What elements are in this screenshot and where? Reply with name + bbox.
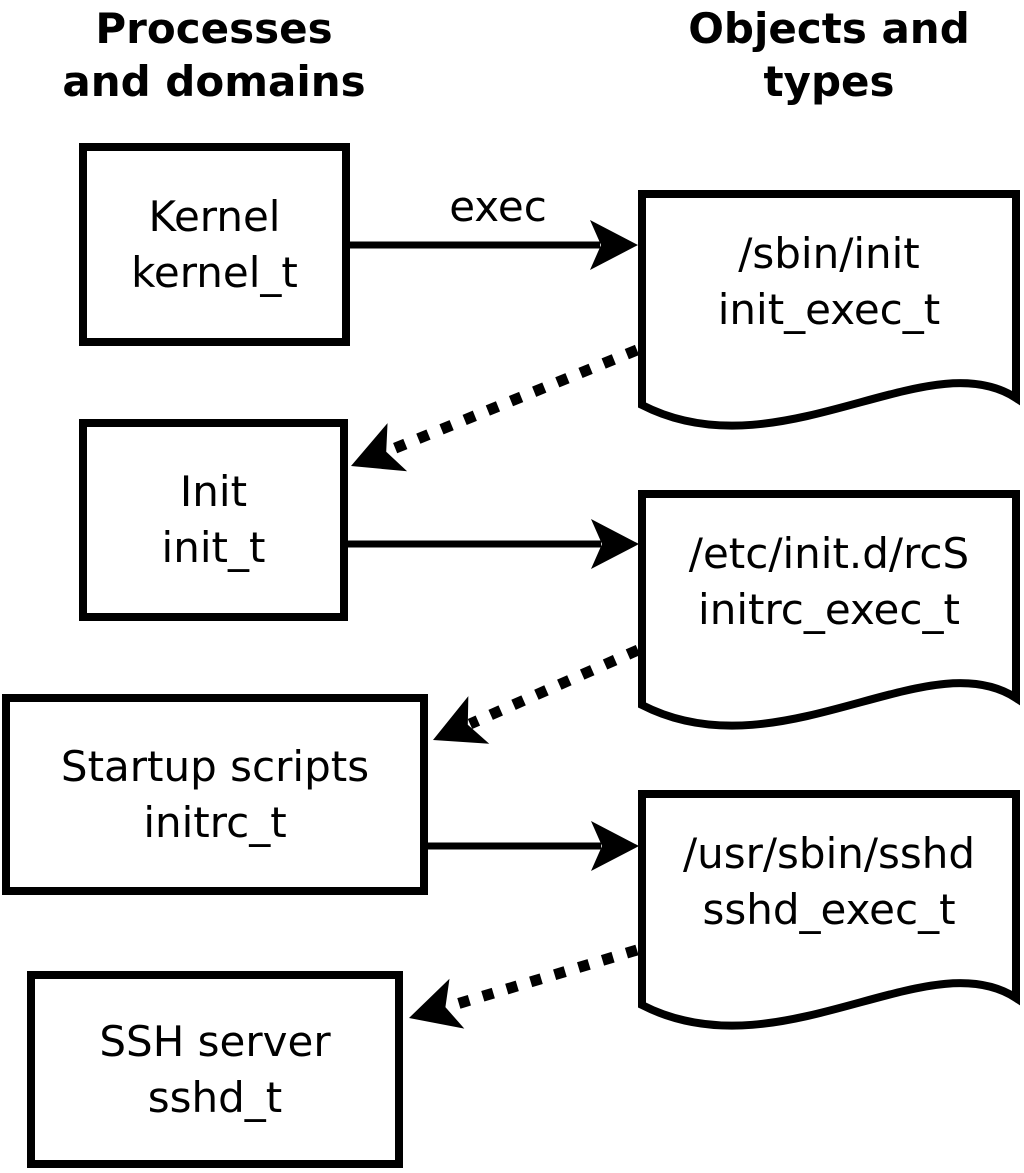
process-box-ssh-server: SSH server sshd_t (27, 971, 403, 1168)
object-path: /usr/sbin/sshd (682, 829, 976, 878)
process-name: SSH server (99, 1016, 331, 1066)
column-header-objects-line1: Objects and (688, 4, 970, 53)
column-header-processes-line2: and domains (62, 57, 366, 106)
domain-type: kernel_t (131, 247, 298, 297)
arrowhead-icon (591, 821, 639, 871)
object-type: init_exec_t (717, 285, 941, 334)
transition-arrow-to-initrc (433, 644, 641, 744)
object-path: /etc/init.d/rcS (688, 529, 970, 578)
process-name: Kernel (148, 191, 281, 241)
transition-arrow-to-init (351, 344, 640, 472)
exec-arrow-init-to-rcs (344, 519, 639, 569)
arrowhead-icon (409, 978, 465, 1029)
object-path: /sbin/init (738, 229, 920, 278)
domain-type: sshd_t (147, 1072, 283, 1122)
object-doc-sbin-init: /sbin/init init_exec_t (638, 190, 1020, 440)
process-box-startup-scripts: Startup scripts initrc_t (2, 694, 428, 895)
arrow-label-exec: exec (449, 182, 547, 231)
column-header-objects-line2: types (763, 57, 895, 106)
process-box-kernel: Kernel kernel_t (79, 143, 350, 346)
domain-type: init_t (161, 523, 266, 572)
domain-type: initrc_t (143, 797, 287, 847)
transition-arrow-to-sshd (409, 944, 639, 1029)
exec-arrow-initrc-to-sshd (424, 821, 639, 871)
document-shape-icon (638, 490, 1020, 730)
process-name: Startup scripts (60, 741, 370, 791)
object-type: sshd_exec_t (702, 885, 956, 934)
object-type: initrc_exec_t (698, 585, 960, 634)
arrowhead-icon (591, 519, 639, 569)
process-box-init: Init init_t (79, 419, 348, 621)
process-name: Init (179, 467, 248, 516)
arrowhead-icon (433, 696, 490, 744)
object-doc-etc-initd-rcs: /etc/init.d/rcS initrc_exec_t (638, 490, 1020, 740)
column-header-processes-line1: Processes (95, 4, 333, 53)
document-shape-icon (638, 190, 1020, 430)
column-header-processes: Processes and domains (14, 2, 414, 108)
document-shape-icon (638, 790, 1020, 1030)
column-header-objects: Objects and types (629, 2, 1024, 108)
arrowhead-icon (351, 423, 408, 472)
object-doc-usr-sbin-sshd: /usr/sbin/sshd sshd_exec_t (638, 790, 1020, 1040)
